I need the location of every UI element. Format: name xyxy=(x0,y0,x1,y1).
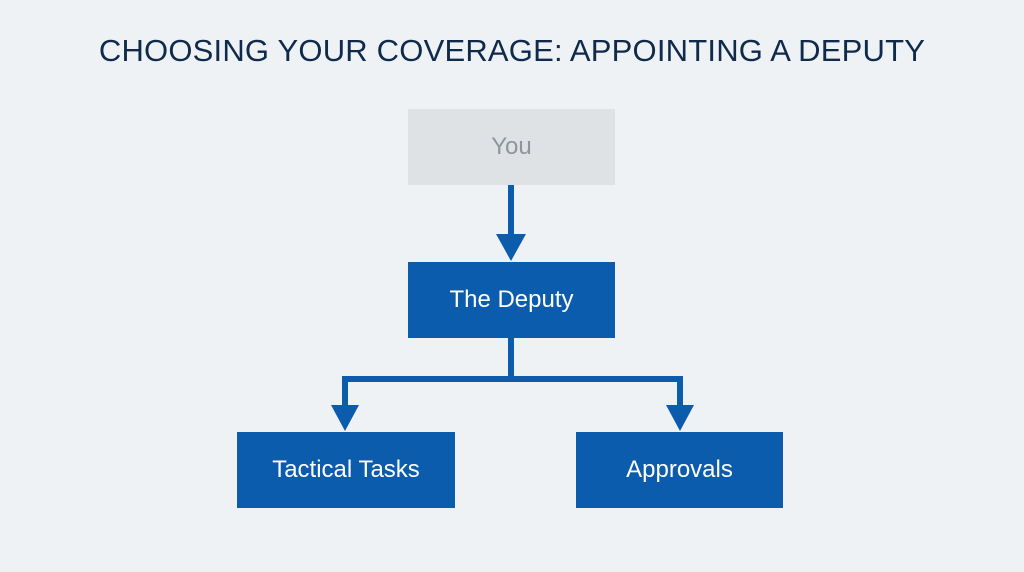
node-deputy-label: The Deputy xyxy=(449,286,574,313)
branch-connector xyxy=(345,338,682,382)
node-approvals: Approvals xyxy=(576,432,783,508)
node-tactical-tasks-label: Tactical Tasks xyxy=(272,456,420,483)
arrow-you-to-deputy xyxy=(496,185,526,261)
node-approvals-label: Approvals xyxy=(626,456,733,483)
node-deputy: The Deputy xyxy=(408,262,615,338)
node-you: You xyxy=(408,109,615,185)
arrow-deputy-to-approvals xyxy=(666,376,694,431)
arrow-deputy-to-tactical xyxy=(331,376,359,431)
node-you-label: You xyxy=(491,133,532,160)
node-tactical-tasks: Tactical Tasks xyxy=(237,432,455,508)
diagram-title: CHOOSING YOUR COVERAGE: APPOINTING A DEP… xyxy=(98,33,926,68)
